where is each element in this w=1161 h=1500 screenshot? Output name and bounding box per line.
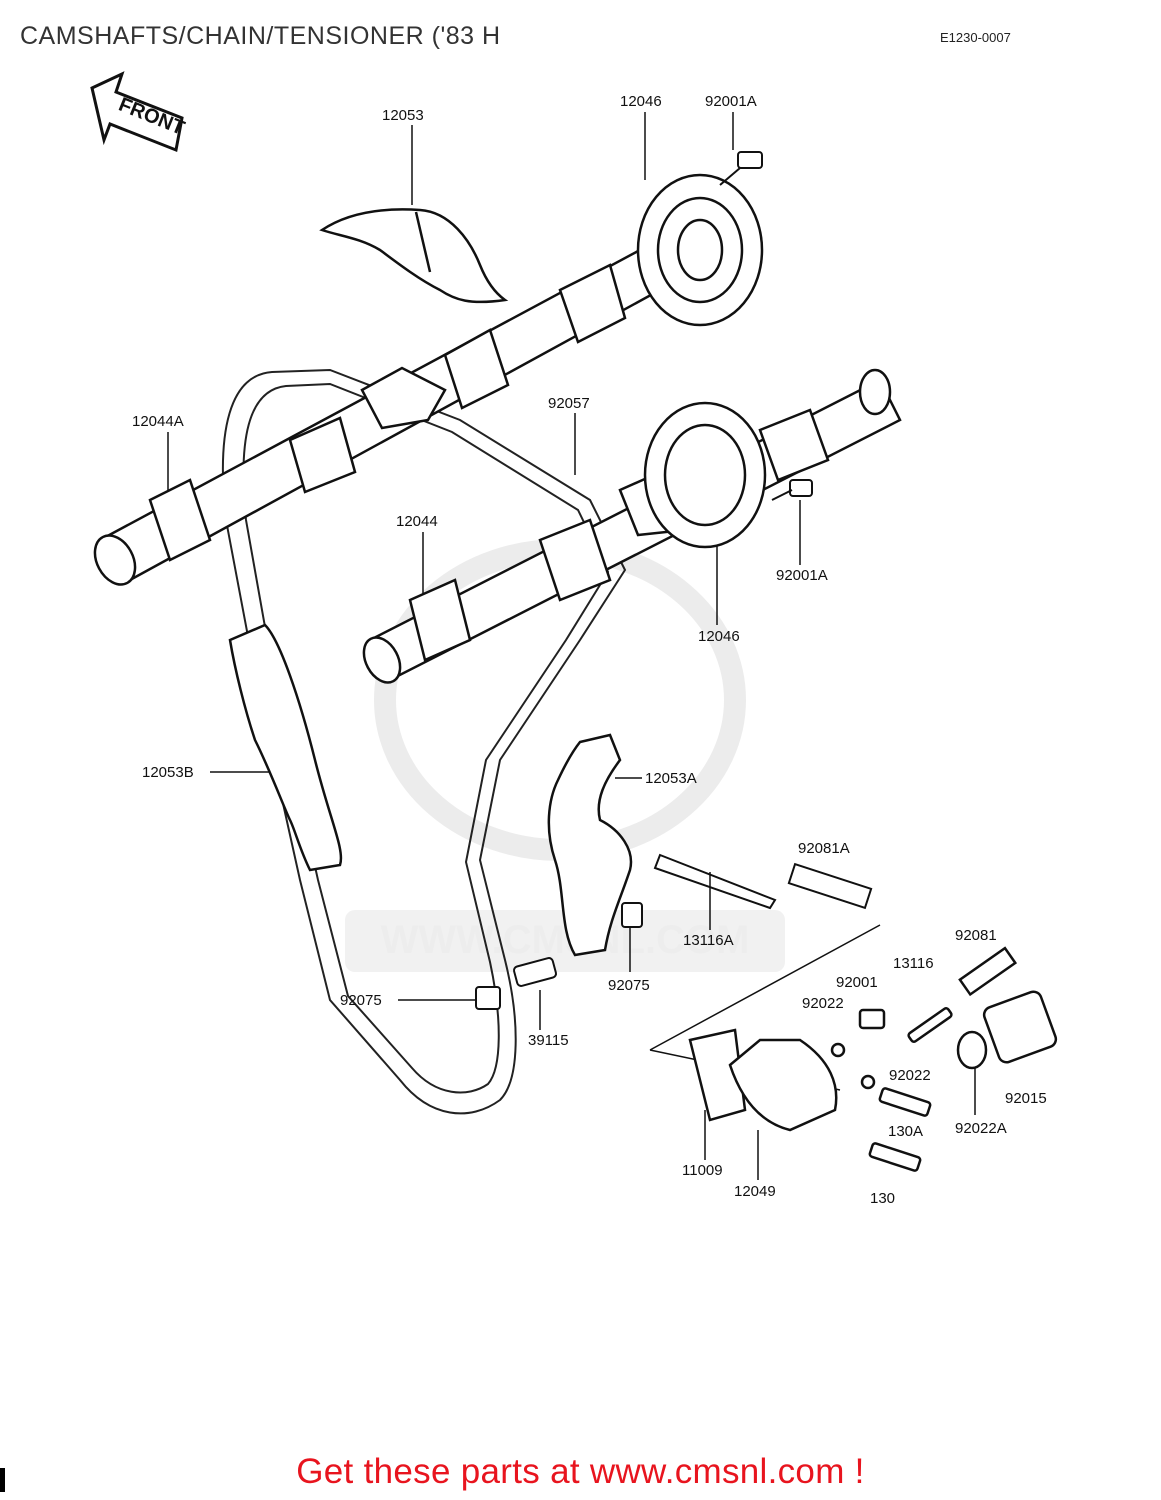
- callout-12053a: 12053A: [645, 770, 697, 787]
- callout-12053b: 12053B: [142, 764, 194, 781]
- camshaft-bottom: [362, 368, 902, 684]
- callout-92022-a: 92022: [802, 995, 844, 1012]
- camshaft-top: [93, 248, 662, 586]
- callout-92057: 92057: [548, 395, 590, 412]
- callout-130a: 130A: [888, 1123, 923, 1140]
- callout-12046-bottom: 12046: [698, 628, 740, 645]
- tensioner-assembly: [649, 924, 1058, 1172]
- callout-12044: 12044: [396, 513, 438, 530]
- callout-92081: 92081: [955, 927, 997, 944]
- callout-92022a: 92022A: [955, 1120, 1007, 1137]
- callout-12044a: 12044A: [132, 413, 184, 430]
- callout-13116: 13116: [893, 955, 934, 972]
- callout-92022-b: 92022: [889, 1067, 931, 1084]
- callout-12053: 12053: [382, 107, 424, 124]
- timing-chain: [221, 368, 627, 1115]
- leader-lines: [167, 112, 976, 1180]
- callout-92001a-right: 92001A: [776, 567, 828, 584]
- callout-92075-left: 92075: [340, 992, 382, 1009]
- callout-92001: 92001: [836, 974, 878, 991]
- callout-92015: 92015: [1005, 1090, 1047, 1107]
- callout-11009: 11009: [682, 1162, 723, 1179]
- chain-guide-left: [228, 623, 343, 872]
- bolt-92001a-top: [719, 151, 763, 186]
- callout-13116a: 13116A: [683, 932, 734, 949]
- parts-cta-link[interactable]: Get these parts at www.cmsnl.com !: [296, 1452, 865, 1491]
- page-title: CAMSHAFTS/CHAIN/TENSIONER ('83 H: [20, 22, 501, 50]
- callout-labels: 12053 12046 92001A 12044A 92057 12044 92…: [132, 93, 1047, 1207]
- tensioner-arm: [547, 733, 633, 957]
- sprocket-bottom: [643, 401, 767, 549]
- chain-guide-top: [319, 208, 509, 304]
- pads-and-pin: [475, 902, 643, 1010]
- diagram-code: E1230-0007: [940, 30, 1011, 45]
- callout-130: 130: [870, 1190, 895, 1207]
- callout-92001a-top: 92001A: [705, 93, 757, 110]
- callout-92075-right: 92075: [608, 977, 650, 994]
- callout-92081a: 92081A: [798, 840, 850, 857]
- callout-12046-top: 12046: [620, 93, 662, 110]
- callout-12049: 12049: [734, 1183, 776, 1200]
- bolt-92001a-right: [771, 479, 813, 501]
- sprocket-top: [636, 173, 764, 327]
- front-arrow-icon: FRONT: [90, 71, 188, 153]
- callout-39115: 39115: [528, 1032, 569, 1049]
- page-edge-mark: [0, 1468, 5, 1492]
- tensioner-rod-upper: [653, 853, 873, 910]
